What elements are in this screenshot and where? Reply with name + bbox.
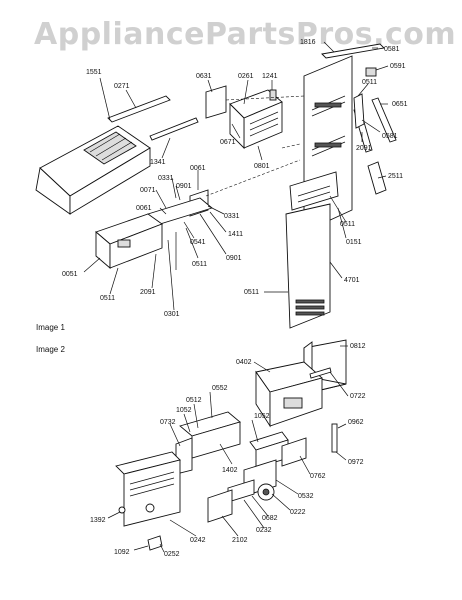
part-label: 0301 — [164, 311, 180, 318]
part-label: 0722 — [350, 393, 366, 400]
part-label: 0762 — [310, 473, 326, 480]
part-label: 0901 — [176, 183, 192, 190]
clip-0252[interactable] — [147, 535, 163, 551]
section-caption-image-1: Image 1 — [36, 323, 65, 332]
shelf-rod-lower[interactable] — [149, 117, 199, 141]
part-label: 0331 — [158, 175, 174, 182]
part-label: 0242 — [190, 537, 206, 544]
part-label: 0732 — [160, 419, 176, 426]
part-label: 1092 — [114, 549, 130, 556]
part-label: 2091 — [356, 145, 372, 152]
insulation-pattern — [297, 185, 331, 203]
curved-handle[interactable] — [367, 161, 387, 195]
part-label: 0331 — [224, 213, 240, 220]
part-label: 2102 — [232, 537, 248, 544]
watermark: AppliancePartsPros.com — [34, 17, 456, 52]
part-label: 0511 — [362, 79, 377, 86]
part-label: 1551 — [86, 69, 102, 76]
part-label: 0511 — [340, 221, 355, 228]
part-label: 0512 — [186, 397, 202, 404]
grille-lines — [89, 133, 133, 161]
image-2-assembly: 0402 0812 0552 0512 1052 1052 0732 0722 … — [90, 339, 366, 558]
panel-0762[interactable] — [281, 437, 307, 467]
shelf-rod[interactable] — [107, 95, 171, 123]
part-label: 0682 — [262, 515, 278, 522]
part-label: 0581 — [384, 46, 400, 53]
cover-label — [117, 239, 131, 248]
ice-bin-side[interactable] — [69, 147, 151, 215]
leader-lines-image-2 — [107, 345, 349, 553]
part-label: 0812 — [350, 343, 366, 350]
part-label: 2511 — [388, 173, 403, 180]
part-label: 0151 — [346, 239, 362, 246]
lever-2102[interactable] — [207, 489, 233, 523]
part-label: 4701 — [344, 277, 360, 284]
screw-1392[interactable] — [118, 506, 126, 514]
part-label: 1341 — [150, 159, 166, 166]
part-label: 0581 — [382, 133, 398, 140]
part-label: 1241 — [262, 73, 278, 80]
part-label: 0232 — [256, 527, 272, 534]
part-label: 0591 — [390, 63, 406, 70]
part-label: 1052 — [176, 407, 192, 414]
part-label: 0402 — [236, 359, 252, 366]
part-label: 0222 — [290, 509, 306, 516]
part-label: 0261 — [238, 73, 254, 80]
part-label: 0511 — [100, 295, 115, 302]
image-1-assembly: 1816 0581 0591 0511 0651 0581 2091 2511 … — [35, 39, 408, 329]
part-label: 1392 — [90, 517, 106, 524]
part-label: 0972 — [348, 459, 364, 466]
part-label: 1052 — [254, 413, 270, 420]
part-label: 0252 — [164, 551, 180, 558]
part-label: 0631 — [196, 73, 212, 80]
part-label: 1402 — [222, 467, 238, 474]
part-label: 0061 — [190, 165, 206, 172]
part-label: 1411 — [228, 231, 243, 238]
part-label: 1816 — [300, 39, 316, 46]
ice-maker-ribs — [249, 111, 279, 137]
ice-maker-side[interactable] — [229, 102, 245, 150]
connector[interactable] — [269, 89, 277, 101]
mounting-plate[interactable] — [147, 197, 213, 225]
mount-bracket[interactable] — [205, 85, 227, 119]
rear-cover-vents — [295, 299, 325, 316]
part-label: 0962 — [348, 419, 364, 426]
motor-hub — [262, 488, 270, 496]
part-label: 0511 — [192, 261, 207, 268]
rear-cover-panel[interactable] — [285, 203, 331, 329]
pin-0722[interactable] — [309, 367, 332, 379]
clip-block[interactable] — [365, 67, 377, 77]
part-label: 2091 — [140, 289, 156, 296]
side-strip-0581[interactable] — [353, 93, 365, 129]
part-label: 0071 — [140, 187, 156, 194]
front-panel-grille — [129, 471, 175, 497]
part-label: 0511 — [244, 289, 259, 296]
leader-lines-image-1 — [83, 41, 389, 311]
vertical-rod[interactable] — [331, 423, 338, 453]
part-label: 0051 — [62, 271, 78, 278]
part-label: 0901 — [226, 255, 242, 262]
top-strip[interactable] — [321, 43, 385, 59]
part-label: 0801 — [254, 163, 270, 170]
section-caption-image-2: Image 2 — [36, 345, 65, 354]
part-label: 0552 — [212, 385, 228, 392]
part-label: 0671 — [220, 139, 236, 146]
shell-opening — [283, 397, 303, 409]
part-label: 0532 — [298, 493, 314, 500]
back-panel-slots — [311, 95, 346, 157]
part-label: 0271 — [114, 83, 130, 90]
side-rail-0651[interactable] — [371, 97, 397, 143]
part-label: 0061 — [136, 205, 152, 212]
part-label: 0651 — [392, 101, 408, 108]
front-panel-knob[interactable] — [145, 503, 155, 513]
part-label: 0541 — [190, 239, 206, 246]
dispenser-cover-front[interactable] — [109, 223, 163, 269]
